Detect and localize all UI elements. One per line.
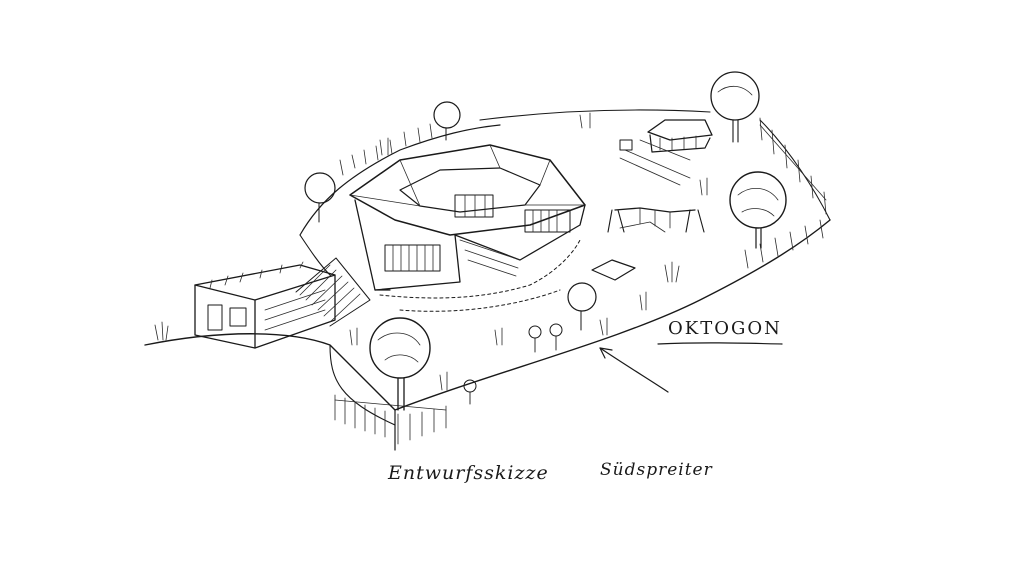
garden-shed [619,119,713,186]
annotation-arrow [599,347,669,393]
tree-mid [567,282,597,331]
artist-signature: Südspreiter [600,460,713,480]
plot-outline [144,109,831,451]
green-roof-building [194,261,336,349]
fence-east [744,117,827,269]
terrace-path [379,239,581,312]
sandbox [591,259,636,281]
tree-small-1 [528,325,542,353]
tree-small-3 [463,379,477,405]
sketch-label: OKTOGON [668,318,782,339]
tree-small-2 [549,323,563,351]
octagon-house [349,144,586,291]
tree-north [433,101,461,141]
tree-east-large [729,171,787,249]
fence-south [334,394,447,445]
swing-frame [607,207,705,233]
tree-northeast [710,71,760,143]
sketch-caption: Entwurfsskizze [388,462,549,484]
label-underline [657,342,783,345]
tree-west [304,172,336,223]
outdoor-stairs [295,257,371,327]
tree-large-front [369,317,431,411]
trees [304,71,787,411]
grass-tufts [154,112,708,391]
